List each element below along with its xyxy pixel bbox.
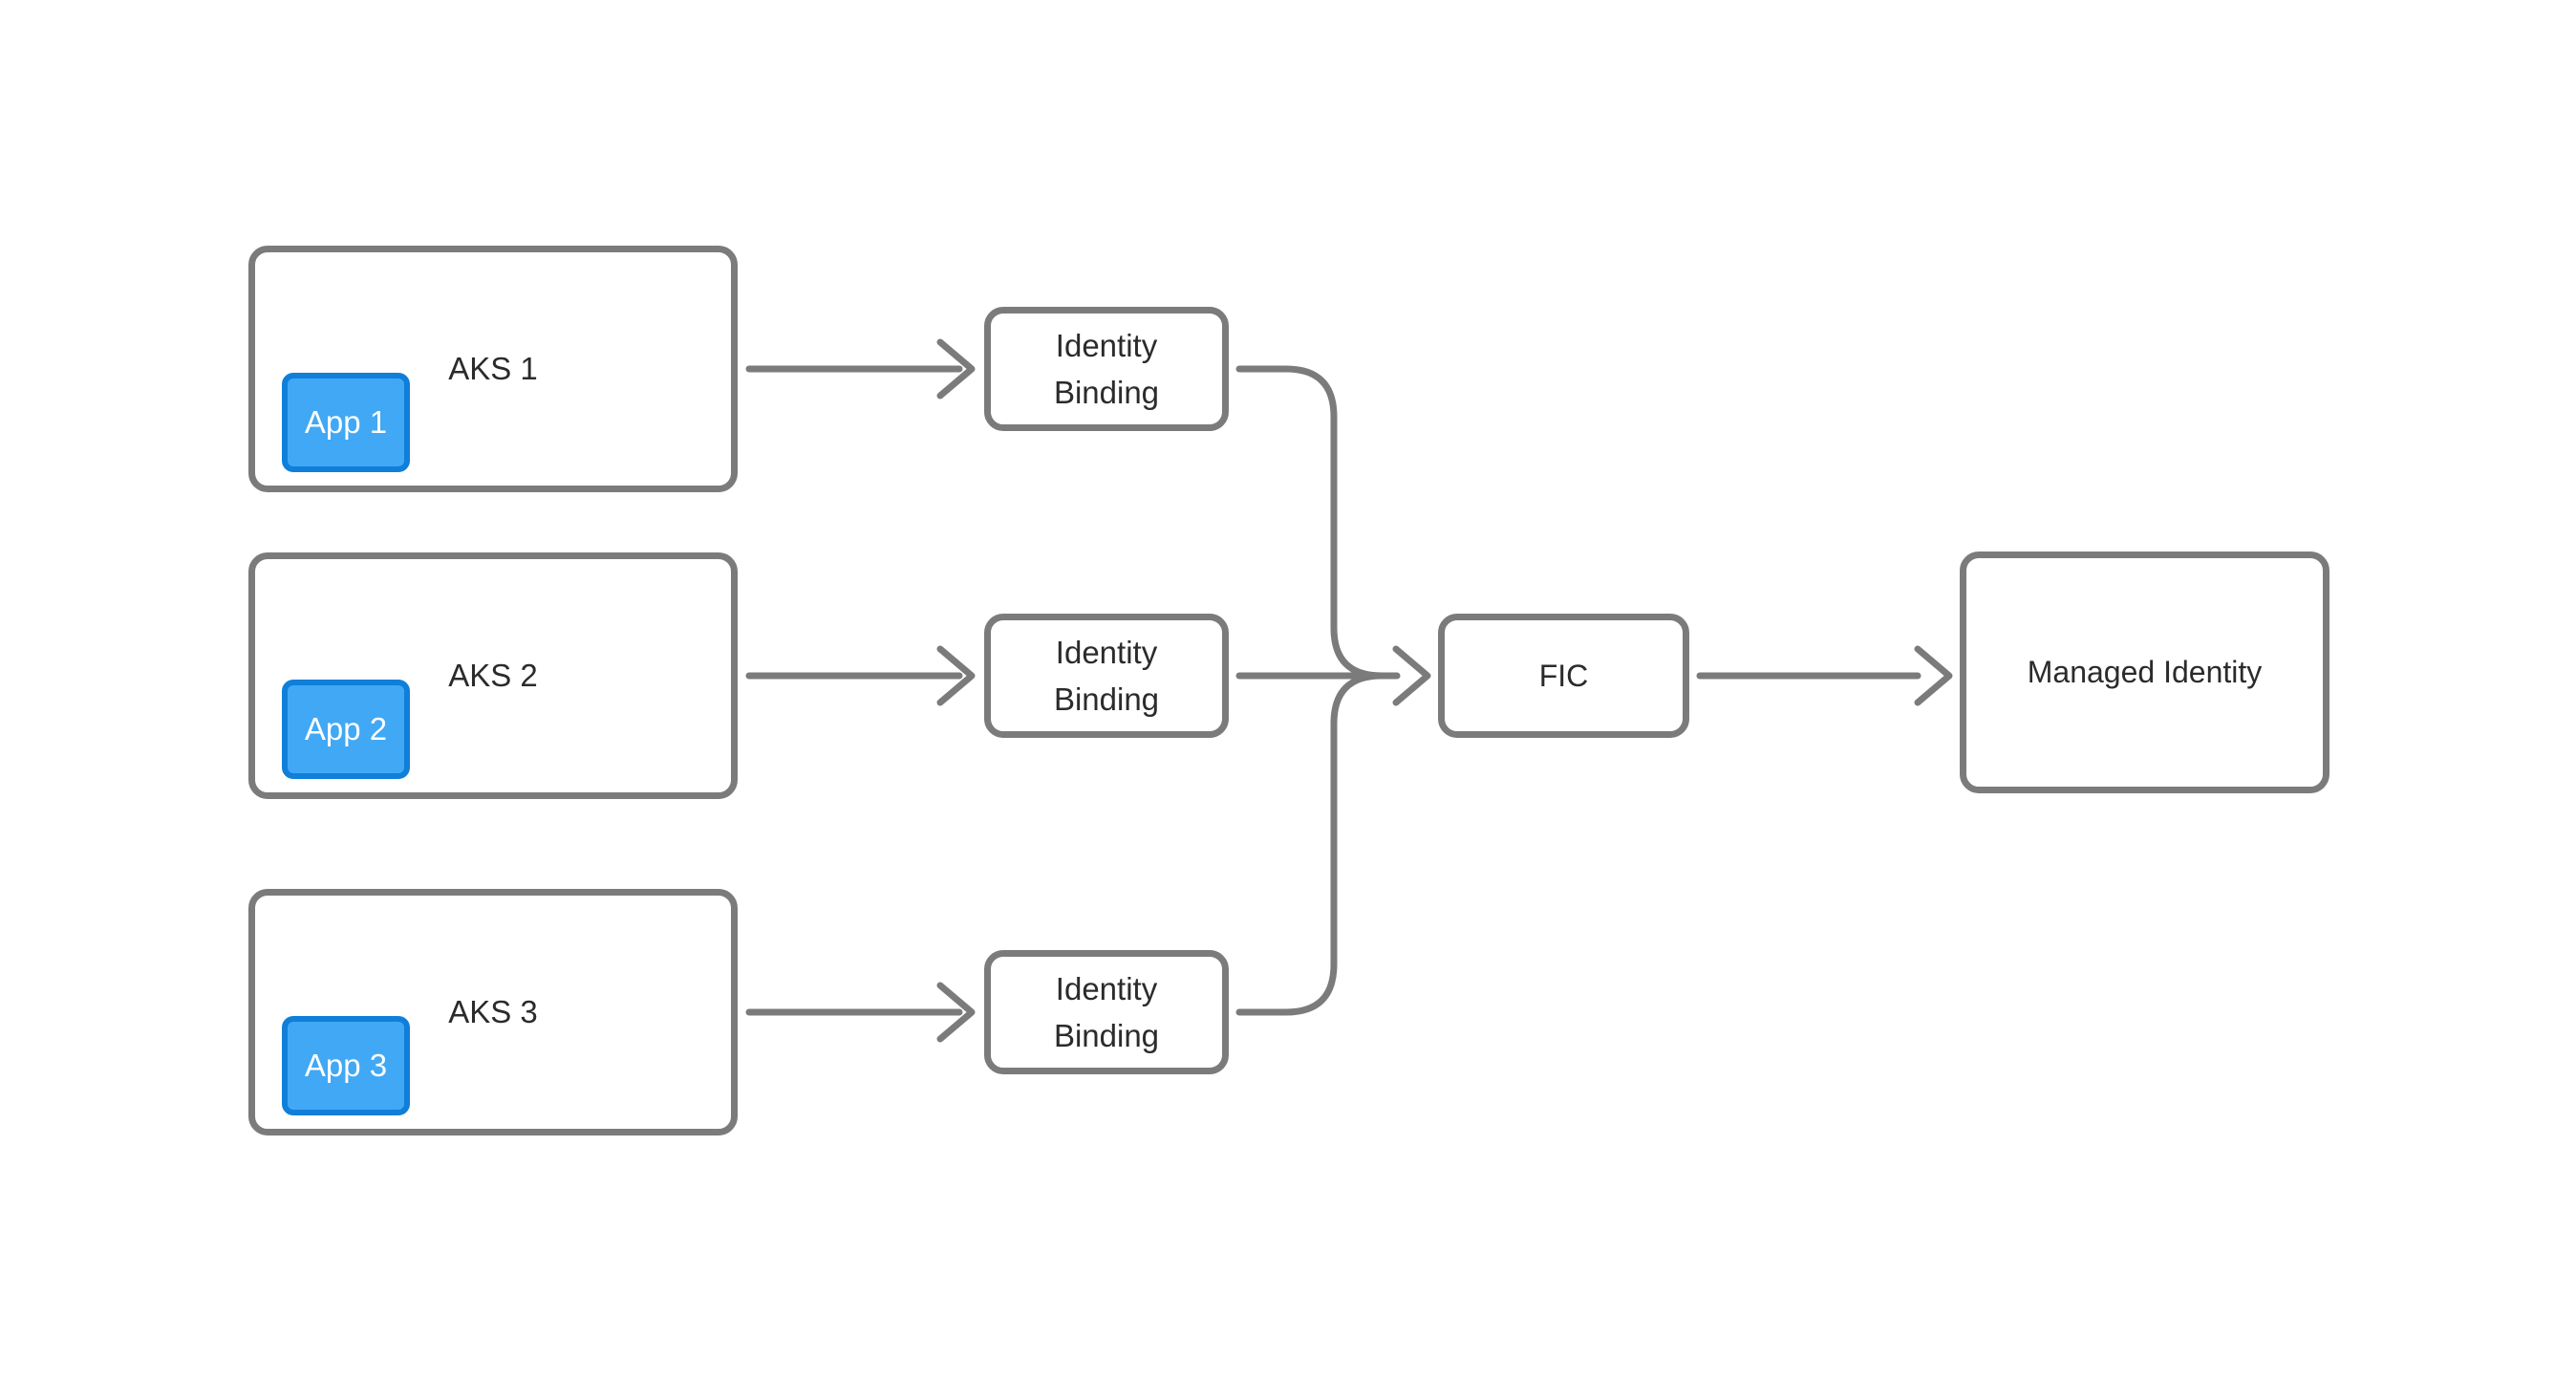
identity-binding-3-line2: Binding [1053, 1018, 1160, 1053]
arrow-aks1-to-binding1-head [936, 338, 976, 400]
aks-1-label: AKS 1 [448, 351, 538, 386]
identity-binding-1-line1: Identity [1055, 328, 1158, 363]
identity-binding-2-box: Identity Binding [984, 614, 1229, 738]
managed-identity-label: Managed Identity [2027, 655, 2263, 689]
aks-3-box: AKS 3 App 3 [248, 889, 738, 1135]
identity-binding-3-box: Identity Binding [984, 950, 1229, 1074]
curve-binding3-to-merge [1235, 672, 1395, 1016]
app-2-badge: App 2 [282, 680, 410, 779]
arrow-aks3-to-binding3-head [936, 982, 976, 1043]
identity-binding-1-line2: Binding [1053, 375, 1160, 410]
identity-binding-2-line2: Binding [1053, 681, 1160, 717]
identity-binding-3-line1: Identity [1055, 971, 1158, 1006]
fic-box: FIC [1438, 614, 1689, 738]
app-1-badge: App 1 [282, 373, 410, 472]
arrow-fic-to-managed-identity-head [1914, 645, 1953, 706]
app-1-badge-label: App 1 [304, 404, 388, 440]
arrow-aks2-to-binding2-head [936, 645, 976, 706]
aks-2-label: AKS 2 [448, 658, 538, 693]
arrow-merge-to-fic-head [1392, 645, 1431, 706]
app-3-badge: App 3 [282, 1016, 410, 1115]
managed-identity-box: Managed Identity [1960, 551, 2329, 793]
fic-label: FIC [1538, 658, 1589, 693]
app-2-badge-label: App 2 [304, 711, 388, 746]
curve-binding1-to-merge [1235, 365, 1395, 680]
aks-2-box: AKS 2 App 2 [248, 552, 738, 799]
identity-binding-2-line1: Identity [1055, 635, 1158, 670]
aks-3-label: AKS 3 [448, 994, 538, 1029]
aks-1-box: AKS 1 App 1 [248, 246, 738, 492]
app-3-badge-label: App 3 [304, 1048, 388, 1083]
identity-binding-1-box: Identity Binding [984, 307, 1229, 431]
